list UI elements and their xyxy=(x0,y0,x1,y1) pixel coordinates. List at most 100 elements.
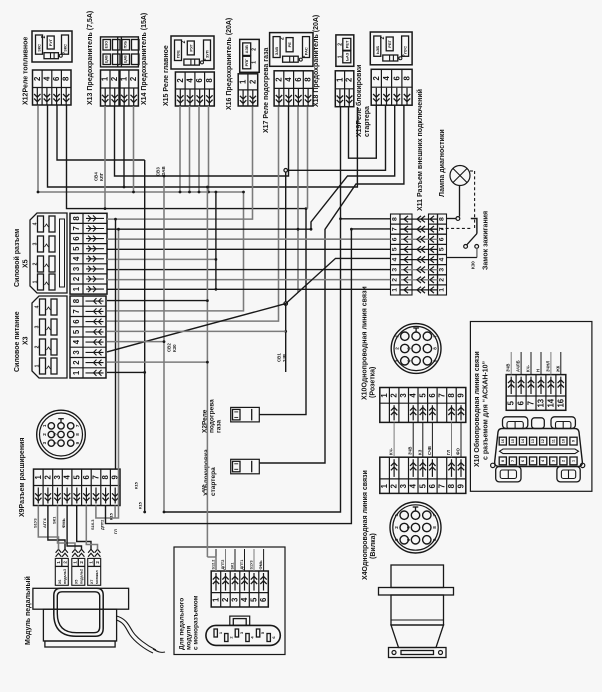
svg-text:5: 5 xyxy=(392,247,399,251)
svg-text:2: 2 xyxy=(72,360,81,365)
svg-text:Х10Однопроводная линия связи: Х10Однопроводная линия связи xyxy=(362,286,369,400)
svg-text:Х3: Х3 xyxy=(23,336,30,345)
svg-text:подогрева: подогрева xyxy=(209,399,216,433)
svg-text:8: 8 xyxy=(433,347,438,350)
svg-text:Х15 Реле главное: Х15 Реле главное xyxy=(163,45,170,106)
svg-text:12: 12 xyxy=(541,439,545,443)
svg-text:Х12Реле топливное: Х12Реле топливное xyxy=(23,37,30,105)
svg-text:Х17 Реле подогрева газа: Х17 Реле подогрева газа xyxy=(263,47,270,133)
svg-text:ЦАВ: ЦАВ xyxy=(105,55,109,63)
svg-text:К30: К30 xyxy=(471,261,476,269)
svg-text:СВ4: СВ4 xyxy=(94,172,99,181)
svg-text:8: 8 xyxy=(62,76,71,81)
svg-text:3: 3 xyxy=(42,441,47,444)
svg-text:3: 3 xyxy=(394,538,399,541)
svg-text:1: 1 xyxy=(120,76,129,81)
svg-text:3: 3 xyxy=(35,325,41,328)
svg-text:6: 6 xyxy=(72,236,81,241)
svg-text:16: 16 xyxy=(556,398,565,407)
svg-text:К15: К15 xyxy=(138,501,143,509)
svg-text:6: 6 xyxy=(52,76,61,81)
svg-text:СВ3: СВ3 xyxy=(156,167,161,176)
svg-text:1: 1 xyxy=(392,288,399,292)
svg-text:6: 6 xyxy=(406,359,411,362)
svg-text:9: 9 xyxy=(75,441,80,444)
svg-text:7: 7 xyxy=(392,227,399,231)
svg-text:4: 4 xyxy=(439,257,446,261)
svg-text:24В: 24В xyxy=(282,354,287,362)
svg-text:6: 6 xyxy=(406,538,411,541)
svg-text:2: 2 xyxy=(43,474,52,479)
svg-text:4: 4 xyxy=(240,597,249,602)
svg-text:2: 2 xyxy=(439,278,446,282)
svg-text:Х13 Предохранитель (7,5А): Х13 Предохранитель (7,5А) xyxy=(87,11,94,105)
svg-text:8: 8 xyxy=(72,216,81,221)
svg-text:ЗЧНЛ: ЗЧНЛ xyxy=(545,361,550,372)
svg-text:ЬАЗ: ЬАЗ xyxy=(344,52,349,61)
svg-text:Х14 Предохранитель (15А): Х14 Предохранитель (15А) xyxy=(141,13,148,105)
svg-text:РУГ: РУГ xyxy=(48,38,53,46)
svg-text:2: 2 xyxy=(561,460,565,462)
svg-text:2: 2 xyxy=(33,76,42,81)
svg-text:ДПТ2: ДПТ2 xyxy=(100,519,105,530)
svg-text:SК1: SК1 xyxy=(52,516,57,524)
svg-text:SК1: SК1 xyxy=(231,563,235,570)
svg-text:1: 1 xyxy=(439,288,446,292)
svg-text:7: 7 xyxy=(72,226,81,230)
svg-text:10: 10 xyxy=(561,439,565,443)
svg-text:1: 1 xyxy=(42,424,47,427)
svg-text:6: 6 xyxy=(392,237,399,241)
svg-text:1: 1 xyxy=(572,460,576,462)
svg-text:Х11 Разъем внешних подключений: Х11 Разъем внешних подключений xyxy=(416,89,424,211)
svg-text:2: 2 xyxy=(280,37,286,40)
svg-text:8: 8 xyxy=(101,474,110,479)
svg-text:4: 4 xyxy=(72,256,81,261)
svg-text:с разъемом для “АСКАН-10”: с разъемом для “АСКАН-10” xyxy=(483,361,490,460)
svg-text:К15: К15 xyxy=(133,481,138,489)
svg-text:стартера: стартера xyxy=(210,467,217,496)
svg-text:монжкл: монжкл xyxy=(95,570,99,584)
svg-text:8: 8 xyxy=(75,433,80,436)
svg-text:1: 1 xyxy=(395,334,400,337)
svg-text:Х18 Предохранитель (20А): Х18 Предохранитель (20А) xyxy=(313,15,320,107)
svg-text:3: 3 xyxy=(231,597,240,602)
svg-text:6: 6 xyxy=(517,400,526,405)
svg-text:6: 6 xyxy=(392,75,401,80)
svg-text:КЛГ: КЛГ xyxy=(99,172,104,181)
svg-text:2: 2 xyxy=(95,561,100,564)
svg-text:Х9Разъем расширения: Х9Разъем расширения xyxy=(19,438,26,517)
svg-text:8: 8 xyxy=(447,393,456,398)
svg-text:РАС: РАС xyxy=(304,47,309,55)
svg-text:3: 3 xyxy=(239,631,244,634)
svg-text:1: 1 xyxy=(252,61,258,64)
svg-text:6: 6 xyxy=(301,55,306,58)
svg-text:Модуль педальный: Модуль педальный xyxy=(24,576,32,645)
svg-text:2: 2 xyxy=(345,77,354,82)
svg-text:2: 2 xyxy=(42,433,47,436)
svg-text:Х19Реле блокировки: Х19Реле блокировки xyxy=(355,65,363,137)
svg-text:3: 3 xyxy=(399,483,408,488)
svg-text:6: 6 xyxy=(400,54,405,57)
svg-text:1: 1 xyxy=(335,77,344,82)
svg-text:4: 4 xyxy=(72,339,81,344)
svg-text:ЗЧВ: ЗЧВ xyxy=(506,364,511,372)
svg-text:6: 6 xyxy=(521,460,525,462)
svg-text:3: 3 xyxy=(551,460,555,462)
svg-text:1: 1 xyxy=(72,370,81,375)
svg-text:2: 2 xyxy=(228,636,233,639)
svg-text:9: 9 xyxy=(111,474,120,479)
svg-text:Х6: Х6 xyxy=(58,580,62,584)
svg-text:2: 2 xyxy=(33,262,39,265)
svg-text:6: 6 xyxy=(259,597,268,602)
svg-text:1: 1 xyxy=(88,561,93,564)
svg-text:3: 3 xyxy=(72,266,81,271)
svg-text:ДПТ1: ДПТ1 xyxy=(240,560,244,570)
svg-text:РУГ: РУГ xyxy=(188,43,193,51)
svg-text:ПУЕ: ПУЕ xyxy=(176,50,181,58)
svg-text:ПУБ: ПУБ xyxy=(124,41,128,49)
svg-text:ГЛ: ГЛ xyxy=(446,450,451,455)
svg-text:ЗЧВ: ЗЧВ xyxy=(408,447,413,455)
svg-text:6: 6 xyxy=(61,52,66,55)
svg-text:1: 1 xyxy=(35,364,41,367)
svg-text:7: 7 xyxy=(75,424,80,427)
